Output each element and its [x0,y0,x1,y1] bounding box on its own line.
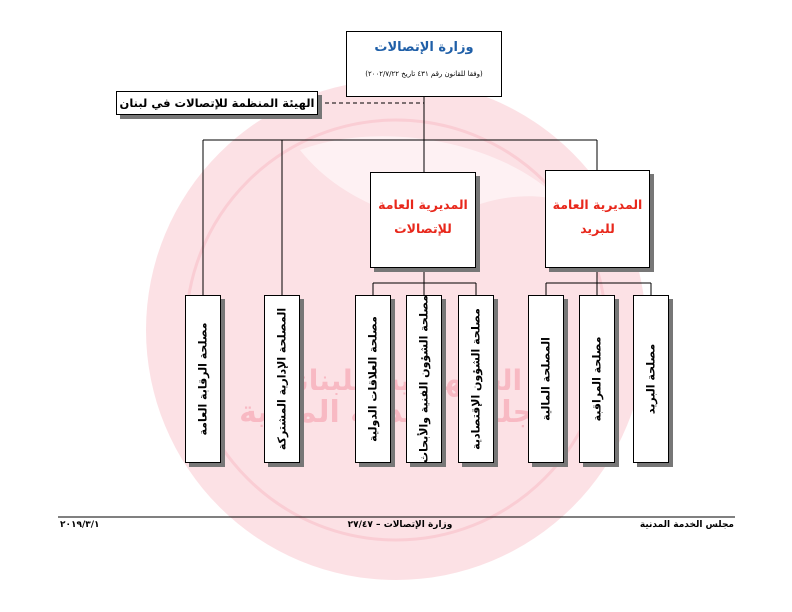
footer-right: مجلس الخدمة المدنية [639,520,734,530]
unit-label: مصلحة العلاقات الدولية [366,316,380,442]
unit-label: مصلحة المراقبة [590,336,604,422]
unit-label: مصلحة الشؤون الإقتصادية [469,308,483,450]
unit-label: مصلحة الرقابة العامة [196,322,210,436]
unit-economic-affairs: مصلحة الشؤون الإقتصادية [458,295,494,463]
unit-technical-research: مصلحة الشؤون الفنية والأبحاث [406,295,442,463]
unit-label: مصلحة البريد [644,343,658,415]
ministry-subtitle: (وفقا للقانون رقم ٤٣١ تاريخ ٢٠٠٢/٧/٢٢) [365,70,483,78]
directorate-postal-line1: المديرية العامة [552,197,643,212]
unit-international-relations: مصلحة العلاقات الدولية [355,295,391,463]
directorate-postal-line2: للبريد [580,221,615,236]
unit-postal: مصلحة البريد [633,295,669,463]
directorate-postal-box: المديرية العامة للبريد [545,170,650,268]
footer-date: ٢٠١٩/٣/١ [60,520,100,530]
regulatory-authority-label: الهيئة المنظمة للإتصالات في لبنان [119,96,315,110]
unit-label: المصلحة الإدارية المشتركة [275,307,289,451]
unit-finance: المصلحة المالية [528,295,564,463]
unit-general-inspection: مصلحة الرقابة العامة [185,295,221,463]
ministry-box: وزارة الإتصالات (وفقا للقانون رقم ٤٣١ تا… [346,31,502,97]
directorate-telecom-line1: المديرية العامة [378,197,468,212]
regulatory-authority-box: الهيئة المنظمة للإتصالات في لبنان [116,91,318,115]
directorate-telecom-line2: للإتصالات [394,221,452,236]
unit-monitoring: مصلحة المراقبة [579,295,615,463]
footer-center: وزارة الإتصالات – ٢٧/٤٧ [347,520,453,530]
ministry-title: وزارة الإتصالات [374,40,474,55]
unit-label: المصلحة المالية [539,337,553,421]
unit-label: مصلحة الشؤون الفنية والأبحاث [417,295,431,463]
unit-joint-administration: المصلحة الإدارية المشتركة [264,295,300,463]
directorate-telecom-box: المديرية العامة للإتصالات [370,172,476,268]
